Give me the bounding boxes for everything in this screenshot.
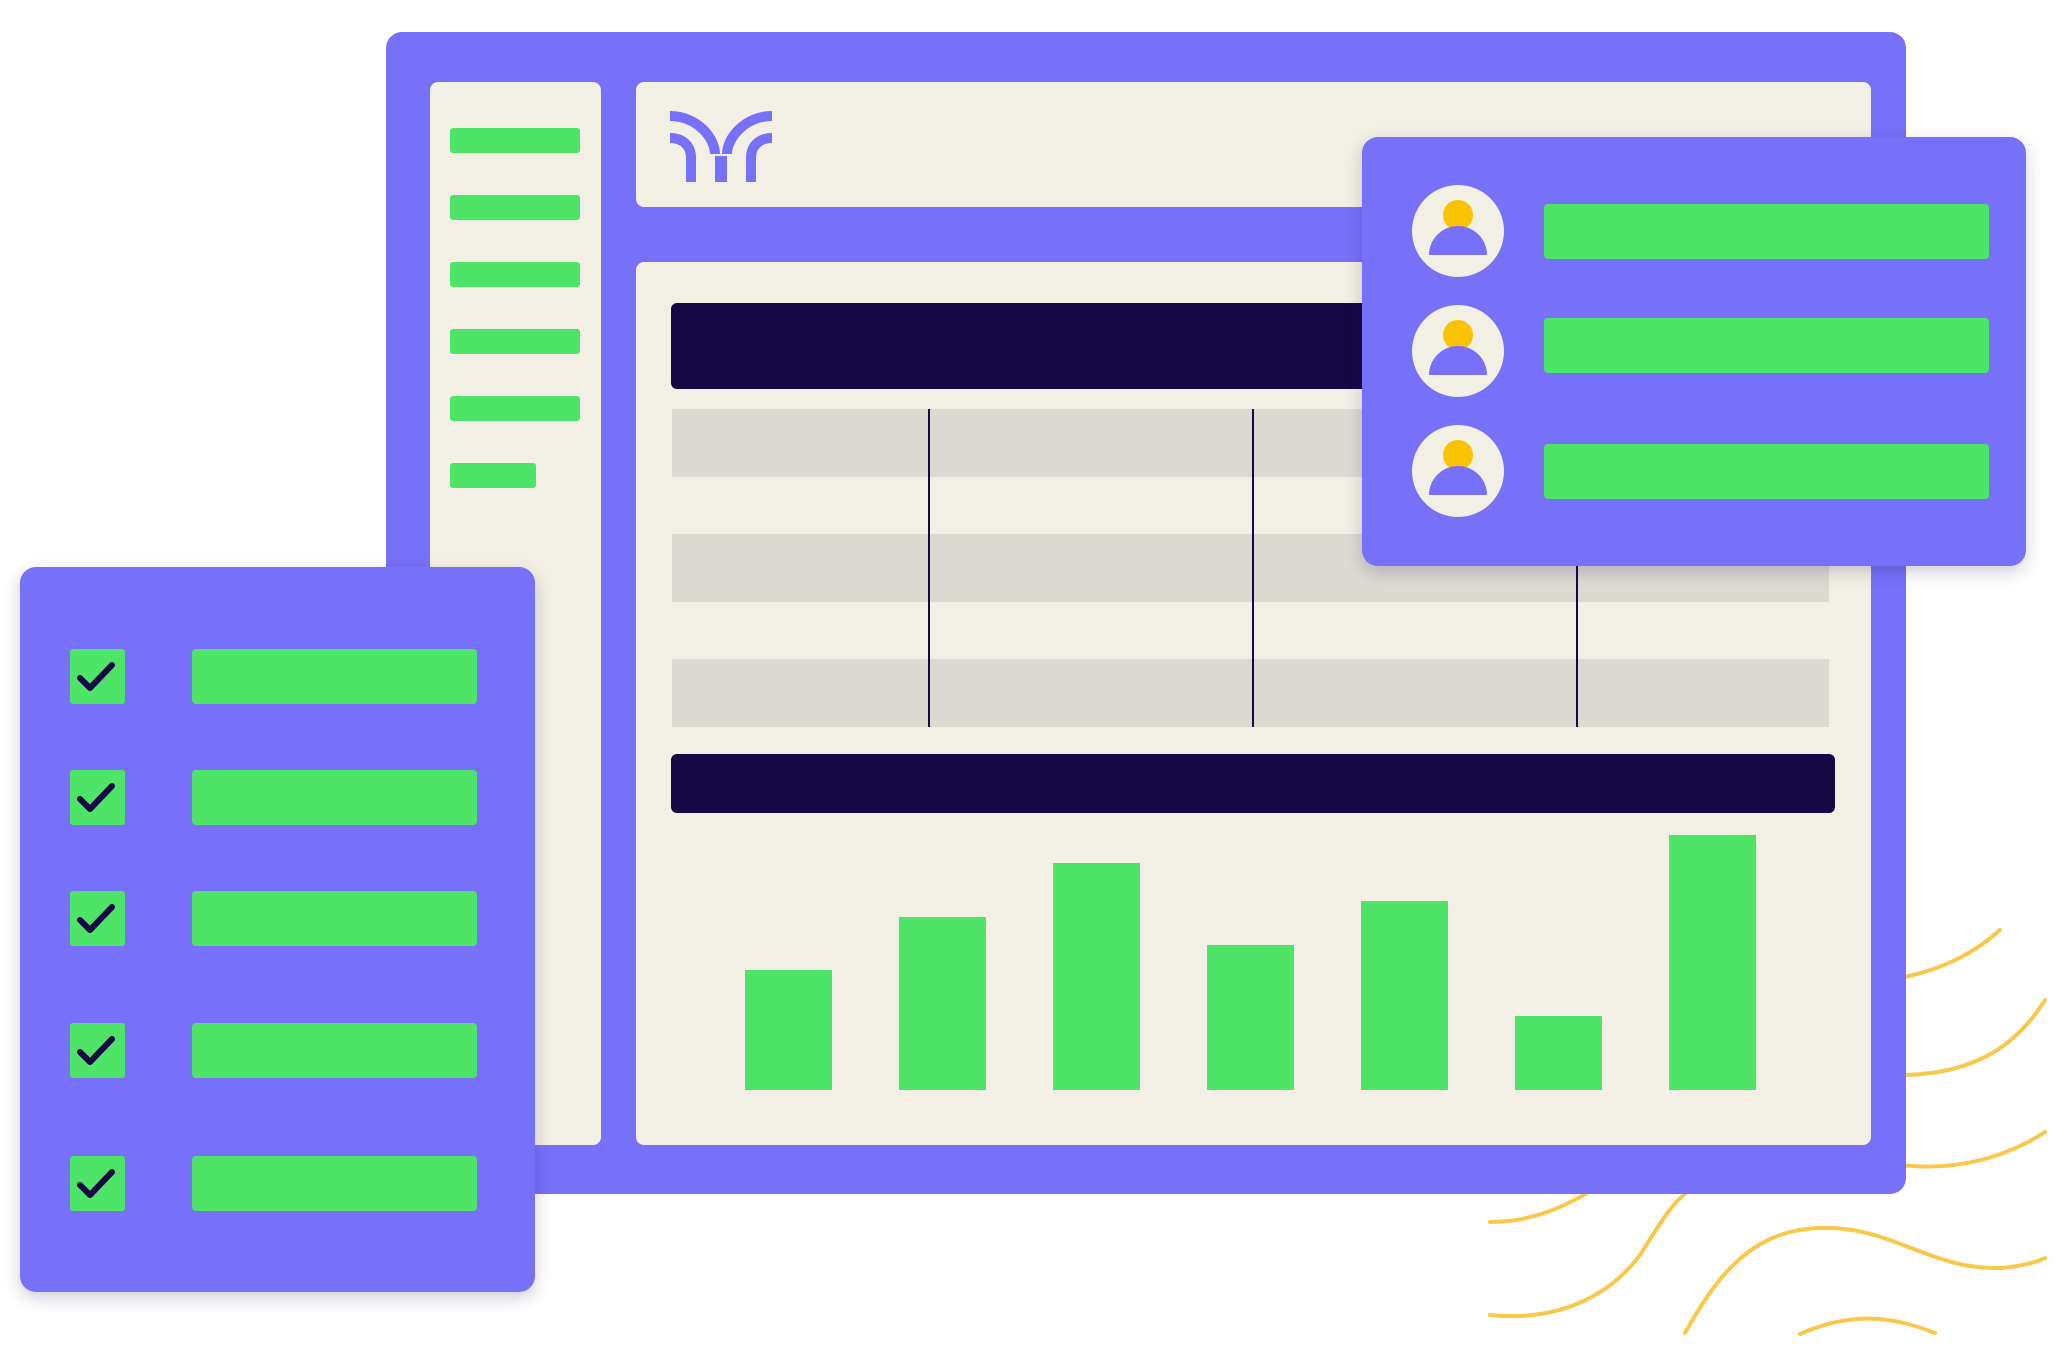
sidebar-item[interactable] bbox=[450, 262, 580, 287]
sidebar-item[interactable] bbox=[450, 128, 580, 153]
squiggle-line bbox=[1488, 1188, 1692, 1318]
graphic-bar bbox=[1515, 1016, 1602, 1090]
checkmark-icon bbox=[77, 1169, 115, 1198]
column-divider bbox=[1576, 409, 1578, 727]
table-row[interactable] bbox=[672, 659, 1829, 727]
checkmark-icon bbox=[77, 1036, 115, 1065]
brand-logo-mark-icon bbox=[669, 111, 773, 182]
sidebar-item[interactable] bbox=[450, 396, 580, 421]
graphic-bar bbox=[1053, 863, 1140, 1090]
squiggle-line bbox=[1898, 1130, 2047, 1169]
checkbox-checked[interactable] bbox=[70, 649, 125, 704]
squiggle-line bbox=[1898, 928, 2002, 980]
squiggle-line bbox=[1683, 1225, 2047, 1335]
user-name-bar[interactable] bbox=[1544, 318, 1989, 373]
user-name-bar[interactable] bbox=[1544, 204, 1989, 259]
checkbox-checked[interactable] bbox=[70, 1023, 125, 1078]
squiggle-line bbox=[1898, 998, 2047, 1077]
graphic-bar bbox=[1361, 901, 1448, 1090]
checklist-item-bar[interactable] bbox=[192, 1023, 477, 1078]
checkmark-icon bbox=[77, 904, 115, 933]
user-avatar-icon[interactable] bbox=[1412, 185, 1504, 277]
checklist-item-bar[interactable] bbox=[192, 1156, 477, 1211]
squiggle-line bbox=[1798, 1316, 1937, 1336]
user-avatar-icon[interactable] bbox=[1412, 305, 1504, 397]
checkbox-checked[interactable] bbox=[70, 770, 125, 825]
graphic-bar bbox=[1669, 835, 1756, 1090]
sidebar-item[interactable] bbox=[450, 329, 580, 354]
sidebar-item[interactable] bbox=[450, 195, 580, 220]
checkbox-checked[interactable] bbox=[70, 891, 125, 946]
graphic-bar bbox=[1207, 945, 1294, 1090]
checkbox-checked[interactable] bbox=[70, 1156, 125, 1211]
checklist-item-bar[interactable] bbox=[192, 891, 477, 946]
checklist-card bbox=[20, 567, 535, 1292]
checkmark-icon bbox=[77, 662, 115, 691]
graphic-bar bbox=[899, 917, 986, 1090]
user-name-bar[interactable] bbox=[1544, 444, 1989, 499]
graphic-bar bbox=[745, 970, 832, 1090]
column-divider bbox=[1252, 409, 1254, 727]
user-avatar-icon[interactable] bbox=[1412, 425, 1504, 517]
column-divider bbox=[928, 409, 930, 727]
checklist-item-bar[interactable] bbox=[192, 770, 477, 825]
checklist-item-bar[interactable] bbox=[192, 649, 477, 704]
chart-header-bar bbox=[671, 754, 1835, 813]
checkmark-icon bbox=[77, 783, 115, 812]
sidebar-item[interactable] bbox=[450, 463, 536, 488]
users-card bbox=[1362, 137, 2026, 566]
